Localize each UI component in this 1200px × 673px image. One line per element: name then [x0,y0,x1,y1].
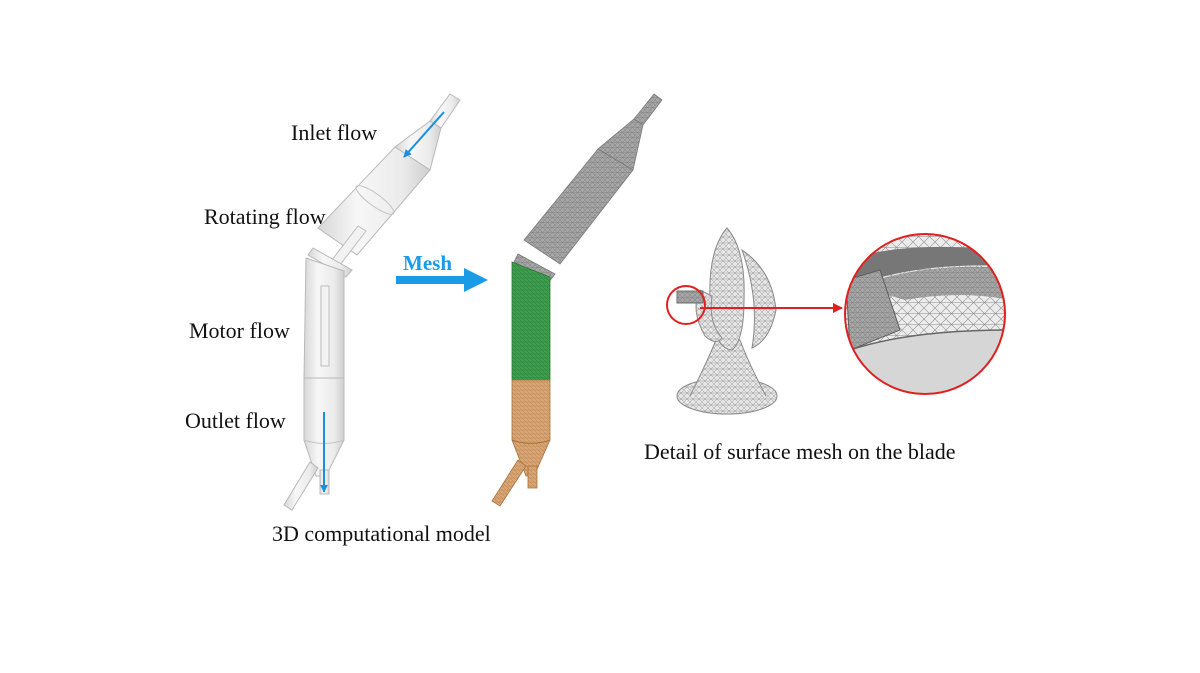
zoom-detail [845,234,1005,394]
zoom-circle [844,233,1006,395]
inlet-flow-arrow [403,111,445,158]
meshed-model [491,93,663,507]
blade-detail-marker [666,285,706,325]
motor-flow-label: Motor flow [189,318,290,343]
mesh-arrow [396,268,488,292]
blade-mesh [676,227,778,415]
model-caption: 3D computational model [272,521,491,546]
inlet-flow-label: Inlet flow [291,120,377,145]
blade-caption: Detail of surface mesh on the blade [644,439,956,464]
computational-model-geometry [283,93,461,511]
outlet-flow-label: Outlet flow [185,408,286,433]
mesh-label: Mesh [403,251,452,275]
rotating-flow-label: Rotating flow [204,204,326,229]
